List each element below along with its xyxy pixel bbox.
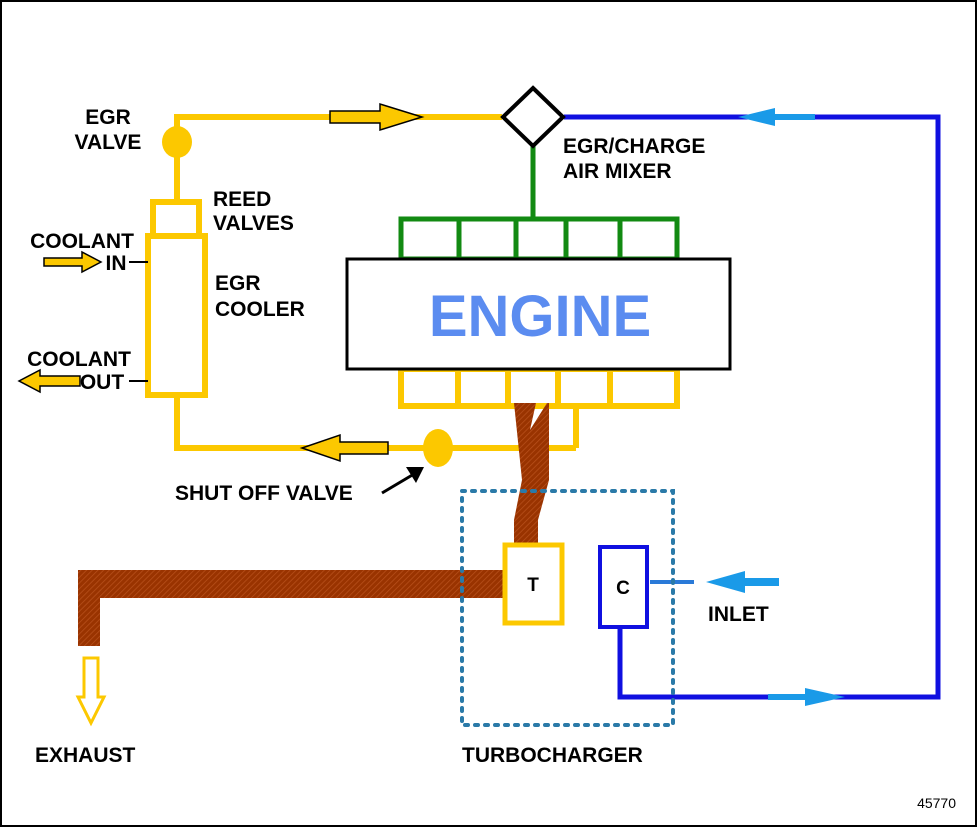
egr-valve-label-line2: VALVE (75, 131, 142, 154)
exhaust-manifold-outline (398, 366, 680, 409)
coolant-in-arrow (43, 250, 103, 274)
charge-air-arrow-bottom (768, 688, 845, 706)
engine-block (345, 257, 732, 371)
exhaust-out-arrow (75, 656, 107, 727)
reed-valves-label-line1: REED (213, 188, 271, 211)
turbine-box (502, 542, 565, 626)
coolant-out-label-line1: COOLANT (27, 348, 131, 371)
egr-valve-label-line1: EGR (85, 106, 131, 129)
coolant-in-label-line2: IN (106, 252, 127, 275)
reed-valves-label-line2: VALVES (213, 212, 294, 235)
turbine-label: T (527, 575, 539, 596)
shut-off-valve-label: SHUT OFF VALVE (175, 482, 353, 505)
exhaust-label: EXHAUST (35, 744, 136, 767)
egr-cooler-label-line1: EGR (215, 272, 261, 295)
egr-cooler-label-line2: COOLER (215, 298, 305, 321)
egr-return-line (174, 395, 430, 451)
charge-air-arrow-top (738, 108, 815, 126)
coolant-in-label-line1: COOLANT (30, 230, 134, 253)
shut-off-valve-pointer-head (406, 467, 424, 483)
exhaust-manifold (398, 366, 680, 409)
exhaust-manifold-outlet (514, 403, 549, 545)
mixer-label-line1: EGR/CHARGE (563, 135, 705, 158)
engine-label: ENGINE (429, 284, 651, 349)
compressor-label: C (616, 578, 630, 599)
coolant-out-arrow (17, 368, 81, 394)
shut-off-valve (423, 429, 453, 467)
egr-valve (162, 126, 192, 158)
intake-manifold-outline (398, 216, 680, 262)
compressor-box (598, 545, 649, 629)
egr-charge-air-mixer (500, 85, 566, 149)
mixer-label-line2: AIR MIXER (563, 160, 672, 183)
shut-off-valve-pointer-line (381, 472, 415, 495)
inlet-label: INLET (708, 603, 769, 626)
inlet-arrow (706, 571, 779, 593)
coolant-out-label-line2: OUT (80, 371, 125, 394)
exhaust-flow (78, 403, 549, 646)
turbocharger-label: TURBOCHARGER (462, 744, 643, 767)
egr-flow-arrow-top (329, 102, 425, 132)
egr-flow-arrow-bottom (299, 433, 389, 463)
egr-cooler (145, 233, 208, 398)
exhaust-pipe (78, 570, 505, 646)
reed-valves-box (150, 199, 202, 239)
figure-number: 45770 (917, 795, 956, 811)
turbocharger-boundary (460, 489, 675, 727)
